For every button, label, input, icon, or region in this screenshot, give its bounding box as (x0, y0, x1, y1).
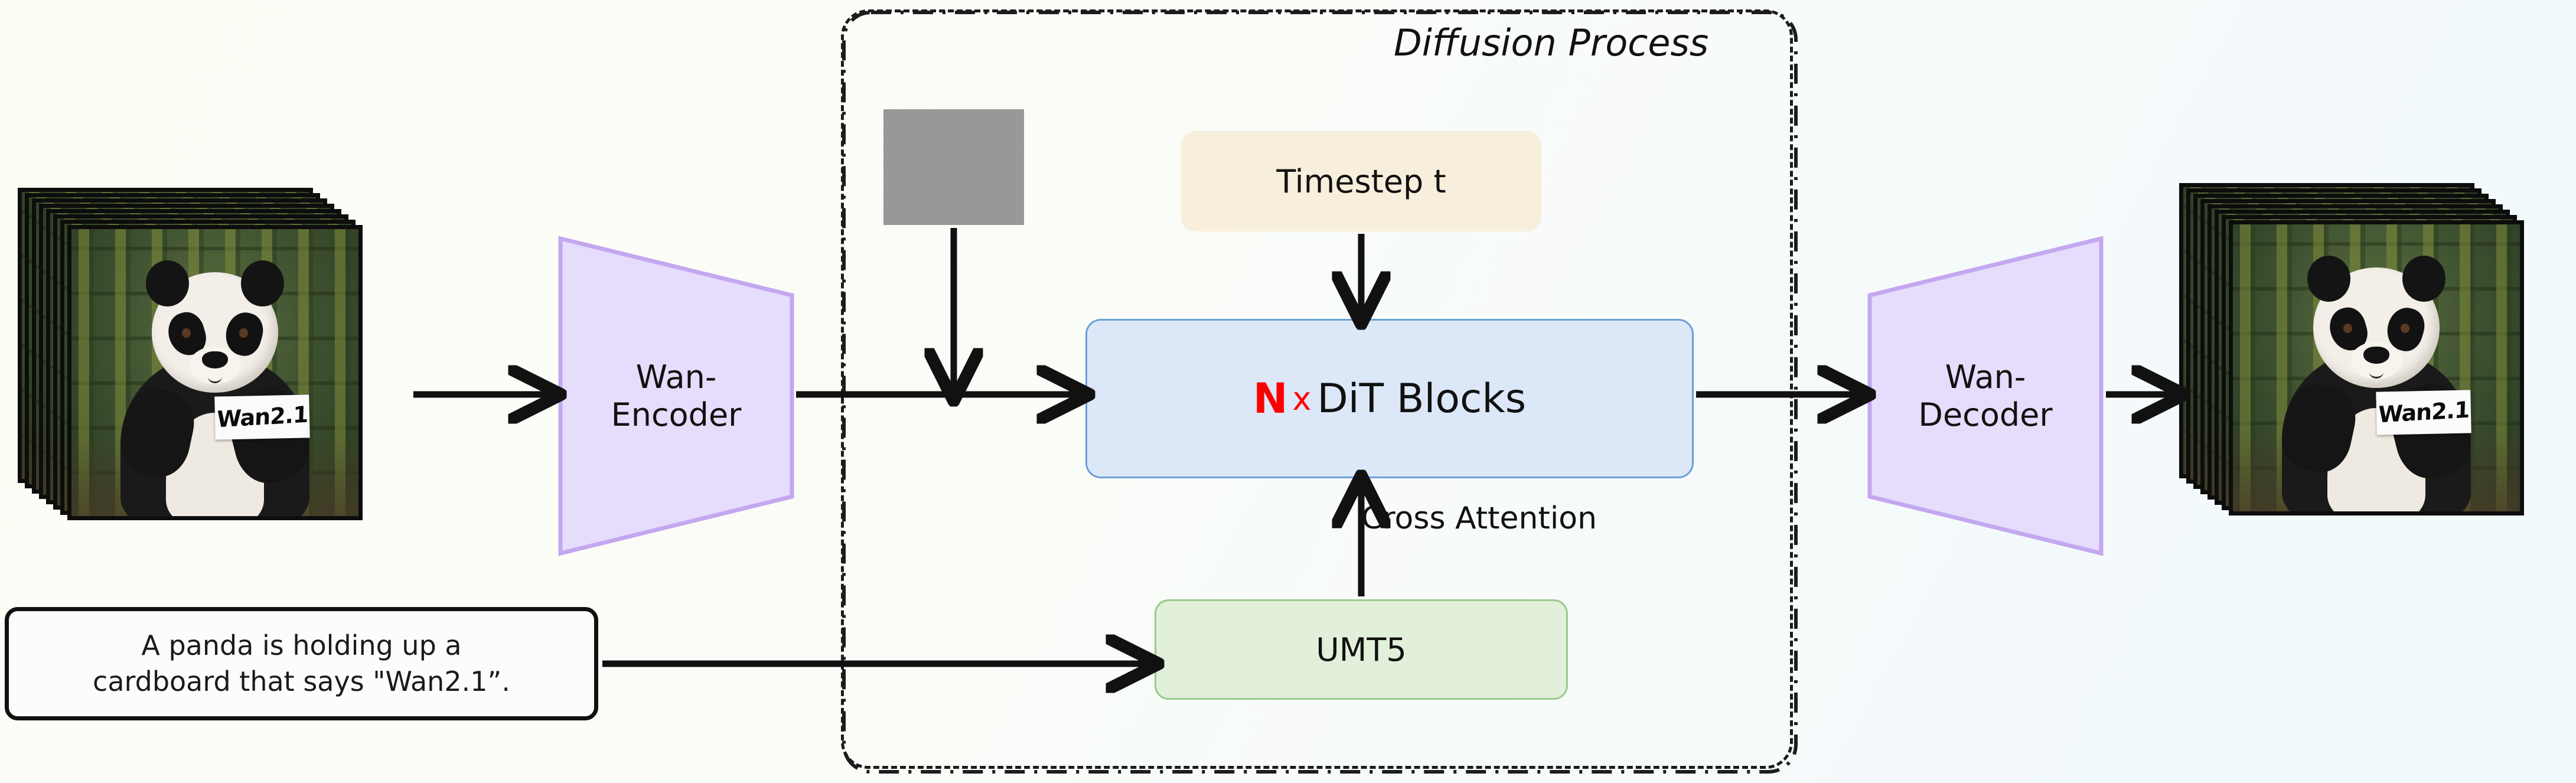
cardboard-sign-text: Wan2.1 (2378, 396, 2470, 428)
panda-eye-left (182, 328, 191, 338)
input-video-frame-stack: Wan2.1 (18, 188, 407, 578)
wan-encoder-shape (558, 236, 794, 556)
panda-ear-right (2402, 256, 2445, 302)
dit-n-multiplier: N (1253, 374, 1288, 423)
cardboard-sign: Wan2.1 (2376, 390, 2472, 435)
panda-eye-right (2401, 323, 2409, 334)
panda-nose (202, 351, 228, 368)
panda-eye-left (2343, 323, 2352, 334)
panda-eye-right (239, 328, 248, 338)
dit-blocks-node[interactable]: N x DiT Blocks (1085, 319, 1694, 478)
cardboard-sign-text: Wan2.1 (216, 401, 309, 433)
panda-mouth (2369, 365, 2384, 379)
dit-times-symbol: x (1292, 380, 1312, 417)
cardboard-sign: Wan2.1 (214, 394, 311, 440)
panda-ear-right (240, 260, 284, 307)
wan-decoder-shape (1867, 236, 2104, 556)
wan-encoder-node[interactable]: Wan- Encoder (558, 235, 794, 557)
noise-latent-patch (883, 109, 1024, 225)
panda-ear-left (2307, 256, 2351, 302)
umt5-text-encoder-node[interactable]: UMT5 (1155, 599, 1568, 700)
umt5-label: UMT5 (1316, 631, 1407, 668)
panda-ear-left (146, 260, 190, 307)
panda-nose (2363, 346, 2389, 364)
timestep-node[interactable]: Timestep t (1181, 131, 1541, 231)
panda-mouth (207, 370, 223, 383)
frame-front: Wan2.1 (67, 225, 363, 520)
text-prompt-line1: A panda is holding up a (141, 629, 462, 662)
text-prompt-box[interactable]: A panda is holding up a cardboard that s… (5, 607, 598, 720)
diffusion-process-title: Diffusion Process (1394, 21, 1709, 64)
dit-blocks-label: DiT Blocks (1317, 375, 1527, 422)
timestep-label: Timestep t (1276, 162, 1446, 200)
text-prompt-line2: cardboard that says "Wan2.1”. (93, 665, 510, 697)
wan-decoder-node[interactable]: Wan- Decoder (1867, 235, 2104, 557)
cross-attention-label: Cross Attention (1361, 501, 1597, 536)
output-video-frame-stack: Wan2.1 (2179, 183, 2569, 573)
frame-front: Wan2.1 (2229, 220, 2524, 516)
